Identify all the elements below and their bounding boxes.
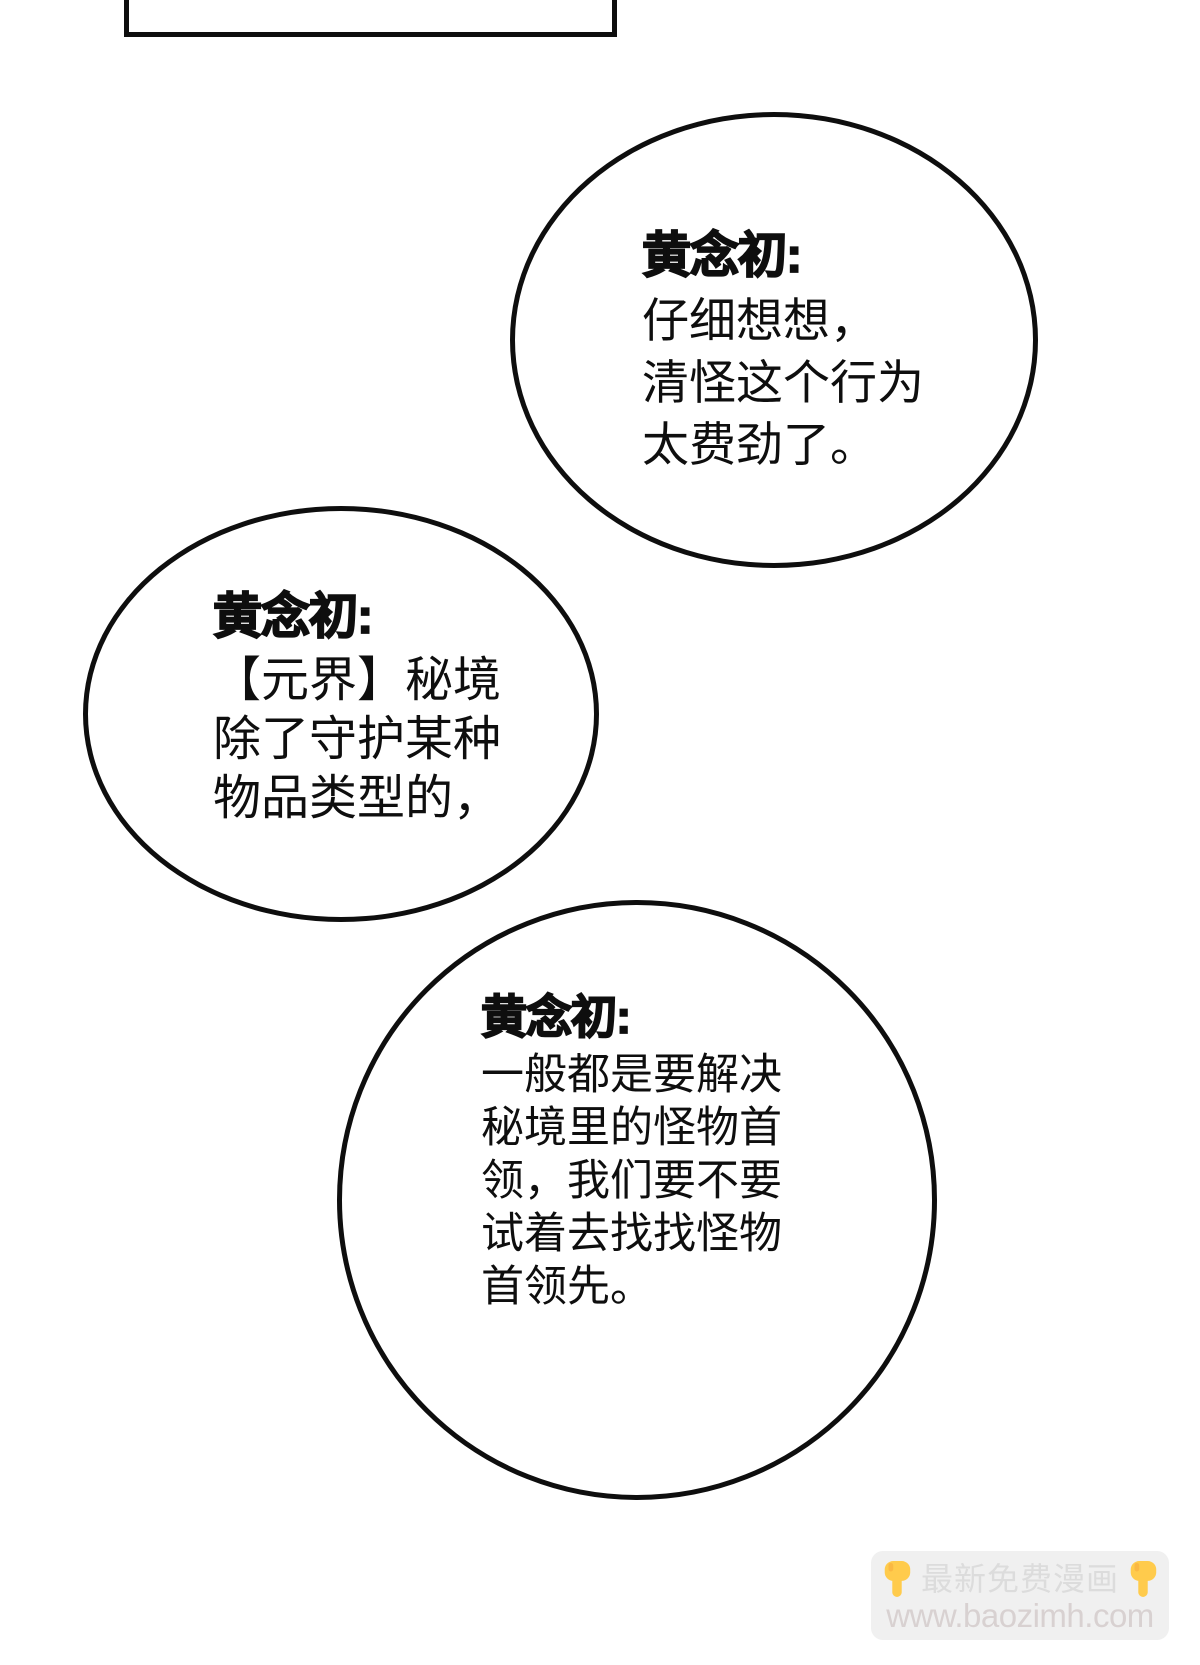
watermark-title-row: 最新免费漫画 <box>880 1560 1160 1598</box>
dialogue-block-3: 黄念初: 一般都是要解决 秘境里的怪物首 领，我们要不要 试着去找找怪物 首领先… <box>480 985 782 1314</box>
watermark-title: 最新免费漫画 <box>920 1560 1119 1597</box>
panel-frame <box>124 0 617 37</box>
speaker-name: 黄念初: <box>641 228 803 284</box>
dialogue-line: 一般都是要解决 <box>481 1051 782 1099</box>
dialogue-line: 物品类型的， <box>213 772 502 825</box>
dialogue-line: 秘境里的怪物首 <box>481 1104 782 1152</box>
speech-bubble-2: 黄念初: 【元界】秘境 除了守护某种 物品类型的， <box>83 506 599 922</box>
point-down-icon <box>880 1560 914 1598</box>
dialogue-line: 除了守护某种 <box>213 713 502 766</box>
point-down-icon <box>1126 1560 1160 1598</box>
dialogue-block-1: 黄念初: 仔细想想， 清怪这个行为 太费劲了。 <box>641 222 924 476</box>
watermark-url: www.baozimh.com <box>886 1596 1154 1634</box>
dialogue-block-2: 黄念初: 【元界】秘境 除了守护某种 物品类型的， <box>212 583 502 828</box>
dialogue-line: 清怪这个行为 <box>642 356 924 409</box>
dialogue-line: 领，我们要不要 <box>481 1157 782 1205</box>
dialogue-line: 首领先。 <box>481 1263 653 1311</box>
dialogue-line: 试着去找找怪物 <box>481 1210 782 1258</box>
dialogue-line: 仔细想想， <box>642 294 877 347</box>
dialogue-line: 【元界】秘境 <box>213 654 502 707</box>
speaker-name: 黄念初: <box>480 990 632 1044</box>
speech-bubble-1: 黄念初: 仔细想想， 清怪这个行为 太费劲了。 <box>510 112 1038 568</box>
dialogue-line: 太费劲了。 <box>642 418 877 471</box>
watermark-box: 最新免费漫画 www.baozimh.com <box>871 1551 1169 1640</box>
speaker-name: 黄念初: <box>212 589 374 645</box>
speech-bubble-3: 黄念初: 一般都是要解决 秘境里的怪物首 领，我们要不要 试着去找找怪物 首领先… <box>337 900 937 1500</box>
